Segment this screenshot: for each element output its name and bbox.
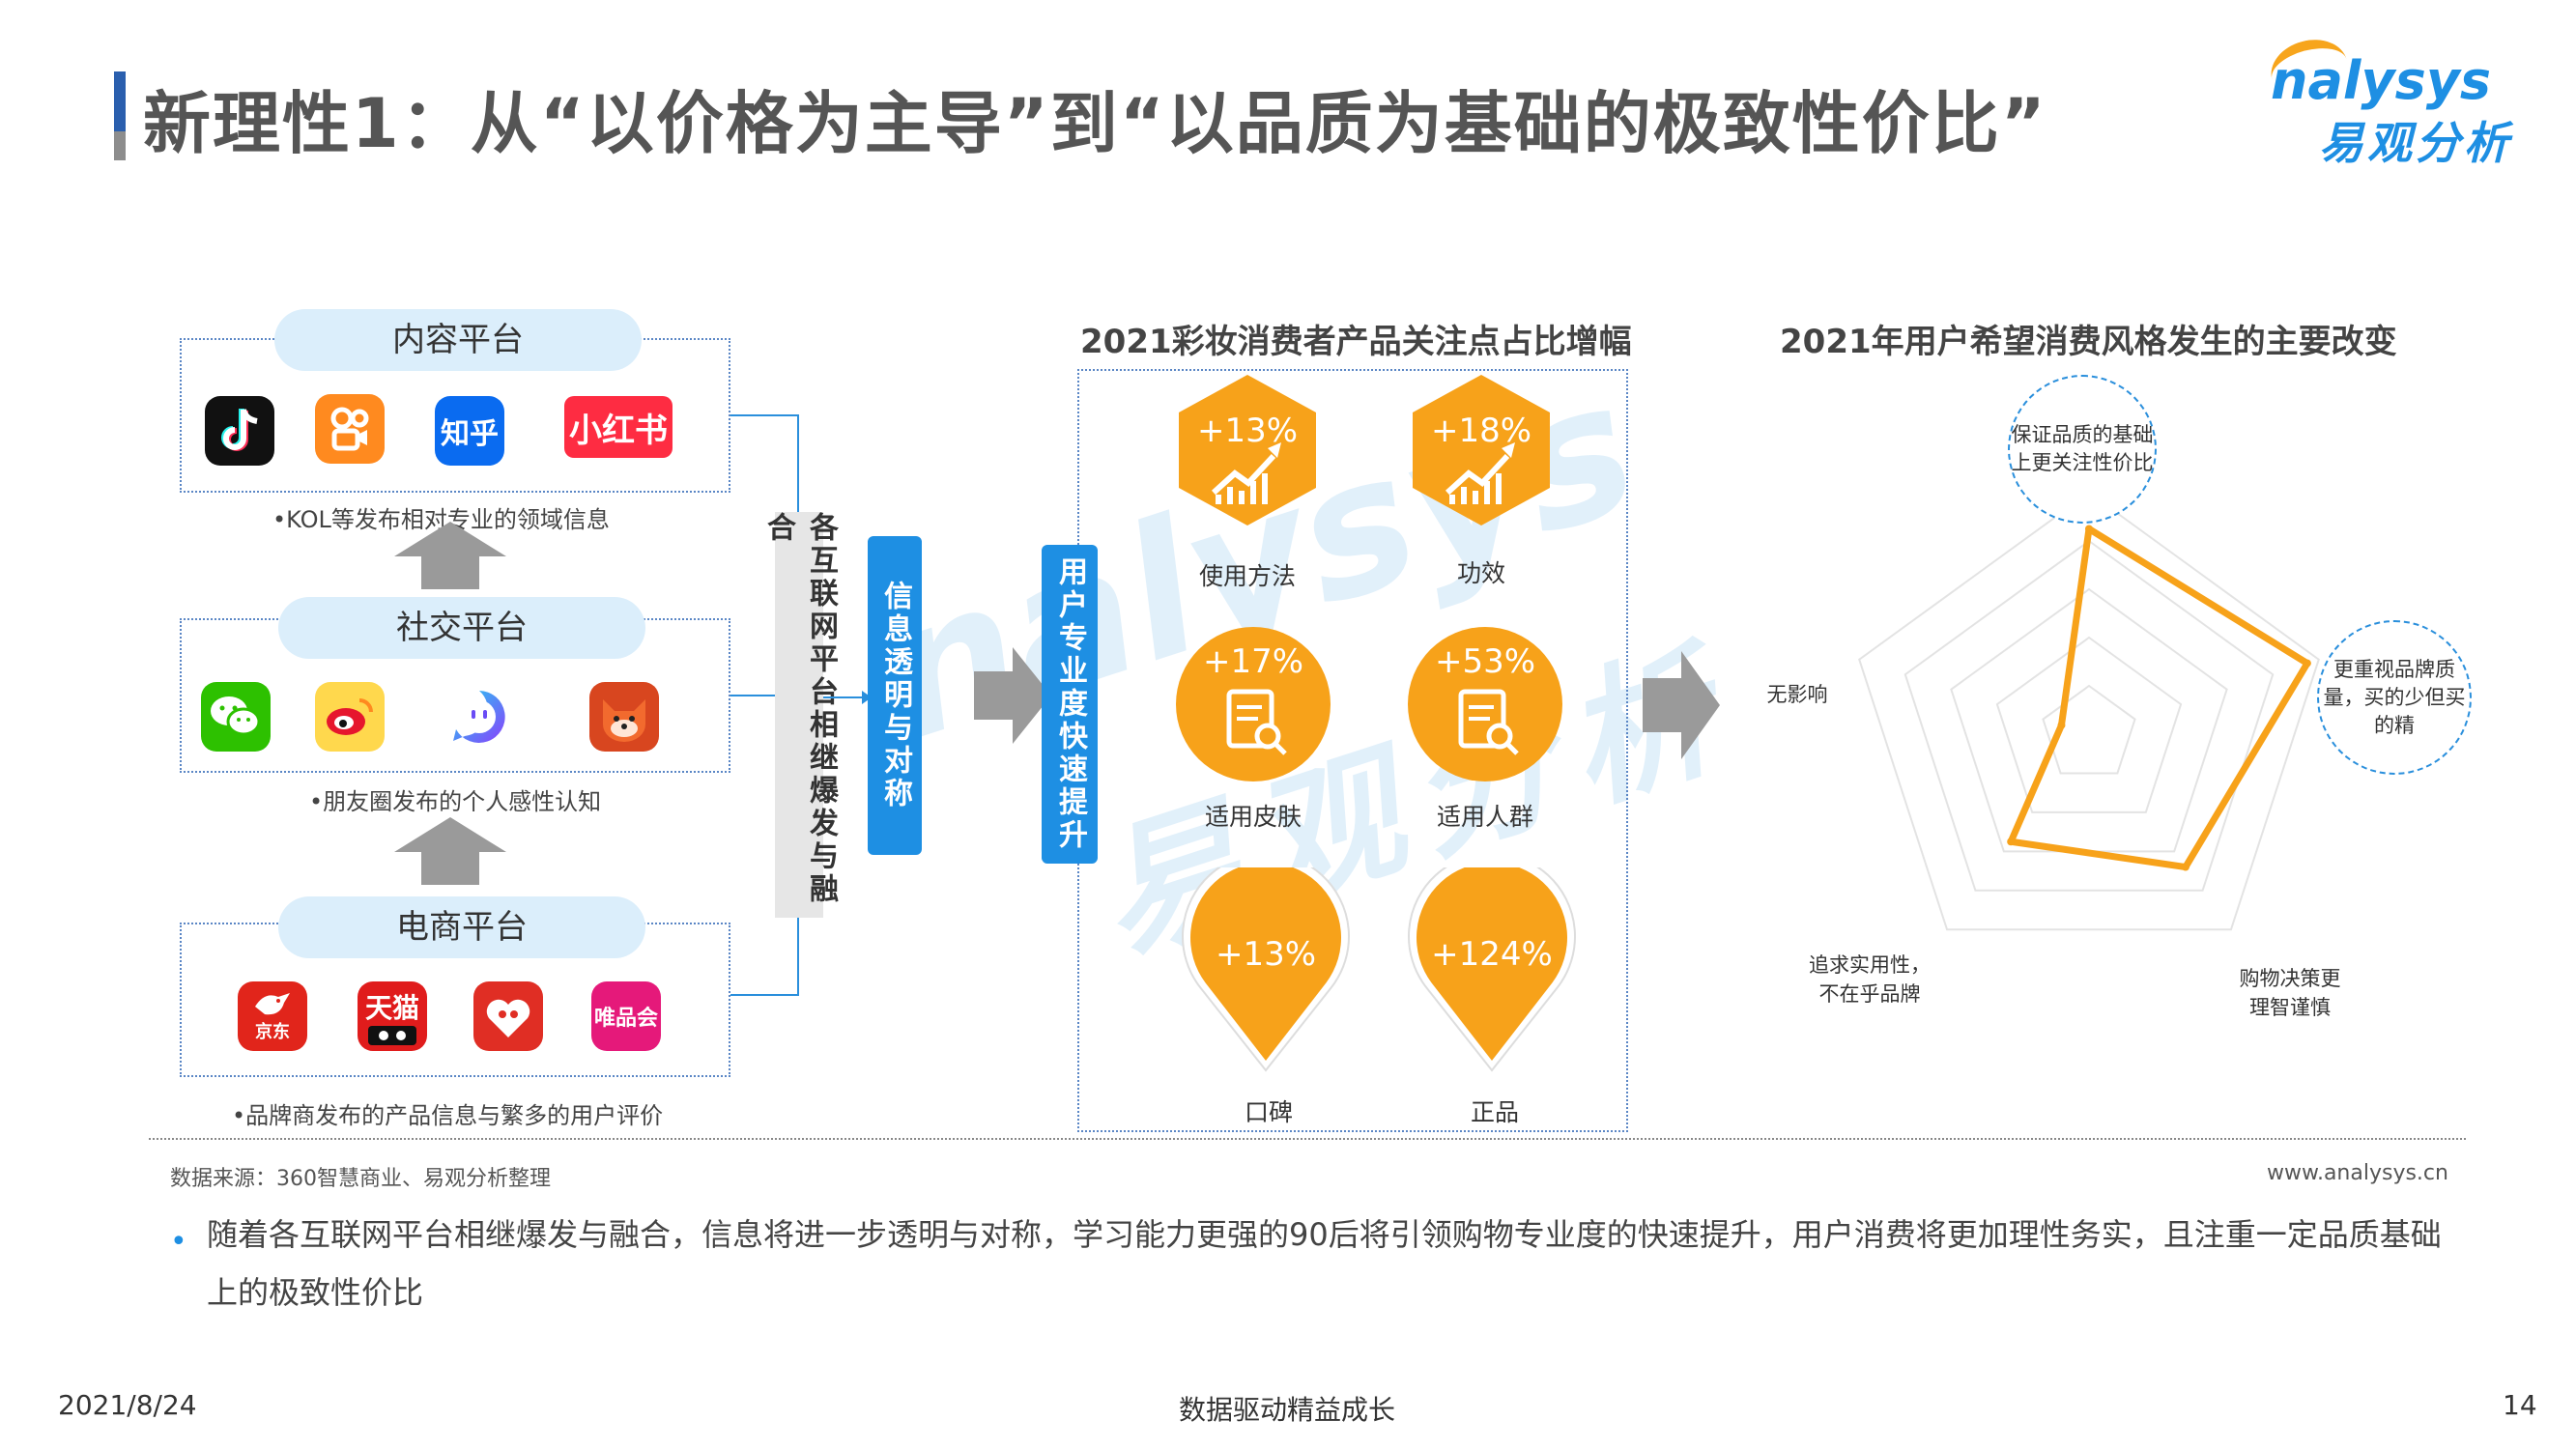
tmall-icon: 天猫 bbox=[358, 981, 427, 1051]
douyin-icon bbox=[205, 396, 274, 466]
weibo-icon bbox=[315, 682, 385, 752]
ecommerce-platform-pill: 电商平台 bbox=[278, 896, 645, 958]
efficacy-value: +18% bbox=[1430, 412, 1532, 450]
tmall-label: 天猫 bbox=[364, 992, 419, 1024]
right-arrow-icon-2 bbox=[1643, 651, 1720, 759]
logo-text-en: nalysys bbox=[2271, 50, 2492, 111]
pin-reputation bbox=[1182, 867, 1350, 1072]
authentic-value: +124% bbox=[1431, 935, 1553, 974]
circle-skin bbox=[1176, 627, 1331, 781]
radar-ring bbox=[1995, 636, 2183, 813]
data-source: 数据来源：360智慧商业、易观分析整理 bbox=[170, 1167, 551, 1191]
authentic-label: 正品 bbox=[1470, 1098, 1519, 1126]
radar-label-bottom-left: 追求实用性，不在乎品牌 bbox=[1809, 953, 1931, 1006]
radar-ring bbox=[1858, 491, 2320, 931]
radar-label-bottom-right: 购物决策更理智谨慎 bbox=[2239, 967, 2341, 1019]
efficacy-label: 功效 bbox=[1456, 559, 1505, 587]
focus-title: 2021彩妆消费者产品关注点占比增幅 bbox=[1080, 323, 1632, 361]
soul-icon bbox=[444, 682, 514, 752]
logo-text-cn: 易观分析 bbox=[2319, 117, 2512, 169]
radar-point bbox=[2057, 721, 2066, 729]
social-platform-caption: •朋友圈发布的个人感性认知 bbox=[309, 788, 602, 815]
merge-label: 各互联网平台相继爆发与融合 bbox=[761, 512, 838, 918]
reputation-value: +13% bbox=[1215, 935, 1317, 974]
radar-point bbox=[2303, 659, 2311, 668]
pin-authentic bbox=[1408, 867, 1576, 1072]
ecommerce-platform-caption: •品牌商发布的产品信息与繁多的用户评价 bbox=[232, 1102, 664, 1129]
radar-chart bbox=[1858, 491, 2320, 931]
kuaishou-icon bbox=[315, 394, 385, 464]
crowd-value: +53% bbox=[1434, 642, 1536, 681]
connector-arrow-icon bbox=[823, 691, 872, 704]
hexagon-usage bbox=[1179, 375, 1316, 526]
footer-date: 2021/8/24 bbox=[58, 1389, 197, 1421]
right-arrow-icon bbox=[974, 647, 1051, 744]
bullet-icon: • bbox=[170, 1225, 187, 1259]
website: www.analysys.cn bbox=[2267, 1161, 2448, 1185]
content-platform-pill: 内容平台 bbox=[274, 309, 642, 371]
hexagon-efficacy bbox=[1413, 375, 1550, 526]
social-platform-pill: 社交平台 bbox=[278, 597, 645, 659]
radar-ring bbox=[2042, 684, 2136, 775]
radar-point bbox=[2085, 525, 2093, 533]
skin-value: +17% bbox=[1202, 642, 1304, 681]
circle-crowd bbox=[1408, 627, 1562, 781]
radar-point bbox=[2007, 838, 2016, 846]
skin-label: 适用皮肤 bbox=[1204, 803, 1302, 831]
professional-label: 用户专业度快速提升 bbox=[1042, 545, 1098, 864]
radar-title: 2021年用户希望消费风格发生的主要改变 bbox=[1780, 323, 2397, 361]
fox-app-icon bbox=[589, 682, 659, 752]
radar-ring bbox=[1903, 539, 2275, 892]
footer-slogan: 数据驱动精益成长 bbox=[1179, 1394, 1396, 1426]
summary-text: 随着各互联网平台相继爆发与融合，信息将进一步透明与对称，学习能力更强的90后将引… bbox=[207, 1216, 2442, 1311]
radar-label-right: 更重视品牌质量，买的少但买的精 bbox=[2317, 620, 2472, 775]
divider bbox=[149, 1138, 2466, 1140]
radar-series-line bbox=[2007, 526, 2311, 871]
page-number: 14 bbox=[2503, 1389, 2537, 1421]
radar-point bbox=[2181, 863, 2190, 871]
jd-icon: 京东 bbox=[238, 981, 307, 1051]
xiaohongshu-icon: 小红书 bbox=[564, 396, 673, 458]
up-arrow-icon bbox=[394, 522, 506, 589]
transparent-label: 信息透明与对称 bbox=[868, 536, 922, 855]
pinduoduo-icon bbox=[473, 981, 543, 1051]
up-arrow-icon-2 bbox=[394, 817, 506, 885]
zhihu-icon: 知乎 bbox=[435, 396, 504, 466]
jd-label: 京东 bbox=[255, 1022, 290, 1042]
title-accent-bar-grey bbox=[114, 131, 126, 160]
wechat-icon bbox=[201, 682, 271, 752]
vip-icon: 唯品会 bbox=[591, 981, 661, 1051]
radar-label-top: 保证品质的基础上更关注性价比 bbox=[2008, 375, 2157, 524]
page-title: 新理性1：从“以价格为主导”到“以品质为基础的极致性价比” bbox=[143, 84, 2047, 163]
usage-value: +13% bbox=[1196, 412, 1299, 450]
radar-label-left: 无影响 bbox=[1766, 683, 1828, 706]
usage-label: 使用方法 bbox=[1198, 562, 1296, 590]
crowd-label: 适用人群 bbox=[1436, 803, 1533, 831]
reputation-label: 口碑 bbox=[1244, 1098, 1293, 1126]
